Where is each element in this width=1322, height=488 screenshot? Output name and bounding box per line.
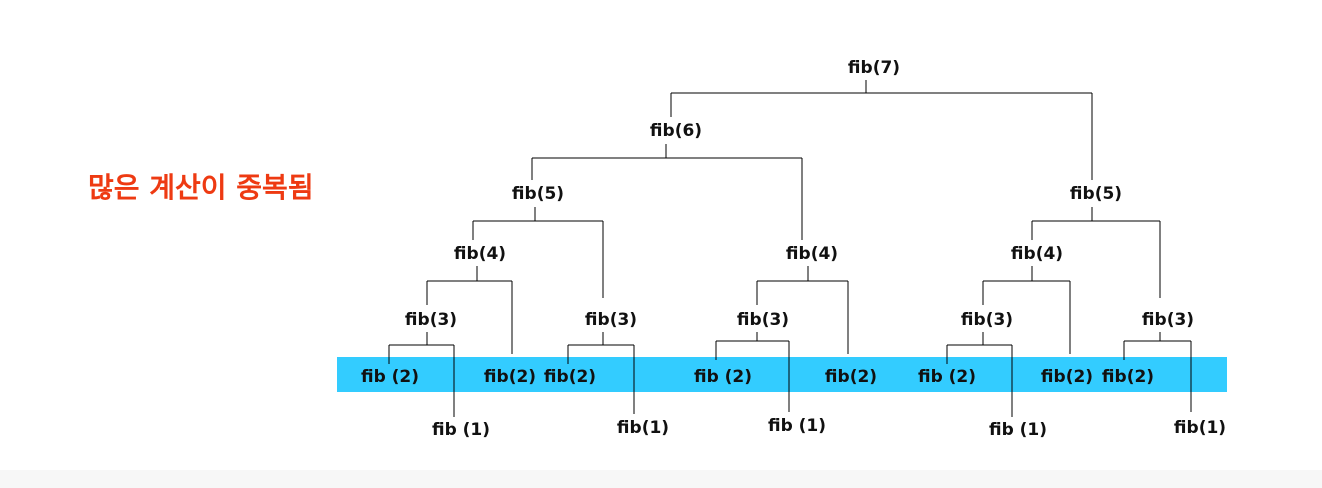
node-fib1-d: fib (1) [989,420,1047,440]
node-fib1-e: fib(1) [1174,418,1226,438]
node-fib2-h: fib(2) [1102,367,1154,387]
node-fib2-g: fib(2) [1041,367,1093,387]
edge-fib7 [670,80,1093,180]
node-fib4-a: fib(4) [454,244,506,264]
edge-fib3-c [715,332,790,412]
node-fib2-f: fib (2) [918,367,976,387]
edge-fib5-right [1031,207,1161,298]
node-fib1-c: fib (1) [768,416,826,436]
node-fib3-a: fib(3) [405,310,457,330]
node-fib7: fib(7) [848,58,900,78]
node-fib1-b: fib(1) [617,418,669,438]
node-fib3-c: fib(3) [737,310,789,330]
node-fib6: fib(6) [650,121,702,141]
node-fib4-c: fib(4) [1011,244,1063,264]
edge-fib5-left [472,207,604,298]
duplicate-fib2-highlight-band [337,357,1227,392]
node-fib3-d: fib(3) [961,310,1013,330]
node-fib3-b: fib(3) [585,310,637,330]
duplicate-computation-caption: 많은 계산이 중복됨 [88,171,314,204]
node-fib2-e: fib(2) [825,367,877,387]
edge-fib3-d [946,332,1013,417]
edge-fib4-c [982,266,1071,354]
footer-strip [0,470,1322,488]
node-fib2-a: fib (2) [361,367,419,387]
edge-fib6 [531,144,803,240]
node-fib5-left: fib(5) [512,184,564,204]
edge-fib3-e [1123,332,1192,412]
edge-fib4-b [756,266,849,354]
node-fib2-d: fib (2) [694,367,752,387]
node-fib4-b: fib(4) [786,244,838,264]
node-fib1-a: fib (1) [432,420,490,440]
edge-fib3-b [567,332,635,414]
node-fib2-c: fib(2) [544,367,596,387]
node-fib2-b: fib(2) [484,367,536,387]
edge-fib4-a [426,266,513,354]
node-fib3-e: fib(3) [1142,310,1194,330]
node-fib5-right: fib(5) [1070,184,1122,204]
edge-fib3-a [388,332,455,417]
